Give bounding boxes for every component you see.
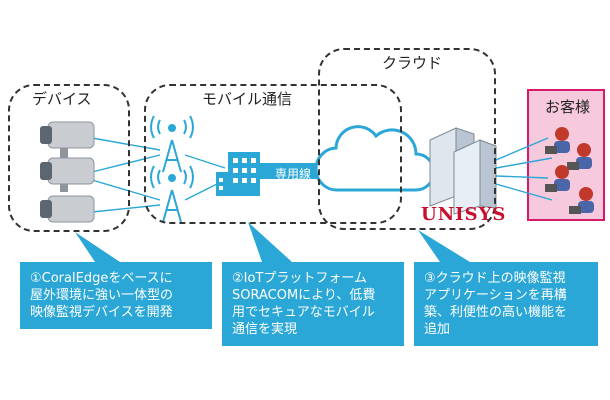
dedicated-line-label: 専用線 [275,167,312,181]
customer-links [495,137,553,201]
device-group-label: デバイス [28,88,96,109]
camera-icon [40,157,95,192]
callout-cloud: ③クラウド上の映像監視 アプリケーションを再構 築、利便性の高い機能を 追加 [414,262,598,346]
customer-person-icon [545,165,570,192]
callout-1-pointer [75,232,120,262]
customer-person-icon [569,187,594,214]
mobile-group-label: モバイル通信 [198,88,297,109]
device-group-box [8,84,130,232]
callout-mobile: ②IoTプラットフォーム SORACOMにより、低費 用でセキュアなモバイル 通… [222,262,404,346]
server-icon [429,127,497,215]
unisys-logo: UNISYS [421,204,507,225]
callout-3-pointer [418,230,470,262]
camera-icon [40,195,95,223]
cell-tower-icon [150,115,194,173]
customer-group-label: お客様 [545,98,591,116]
callout-2-pointer [248,222,292,262]
camera-links [91,137,161,213]
cloud-group-label: クラウド [378,52,447,73]
camera-icon [40,121,95,158]
mobile-group-box [144,84,402,224]
customer-person-icon [545,127,570,154]
callout-device: ①CoralEdgeをベースに 屋外環境に強い一体型の 映像監視デバイスを開発 [20,262,212,329]
building-icon [216,152,260,196]
customer-person-icon [567,143,592,170]
cloud-group-box [318,48,496,230]
